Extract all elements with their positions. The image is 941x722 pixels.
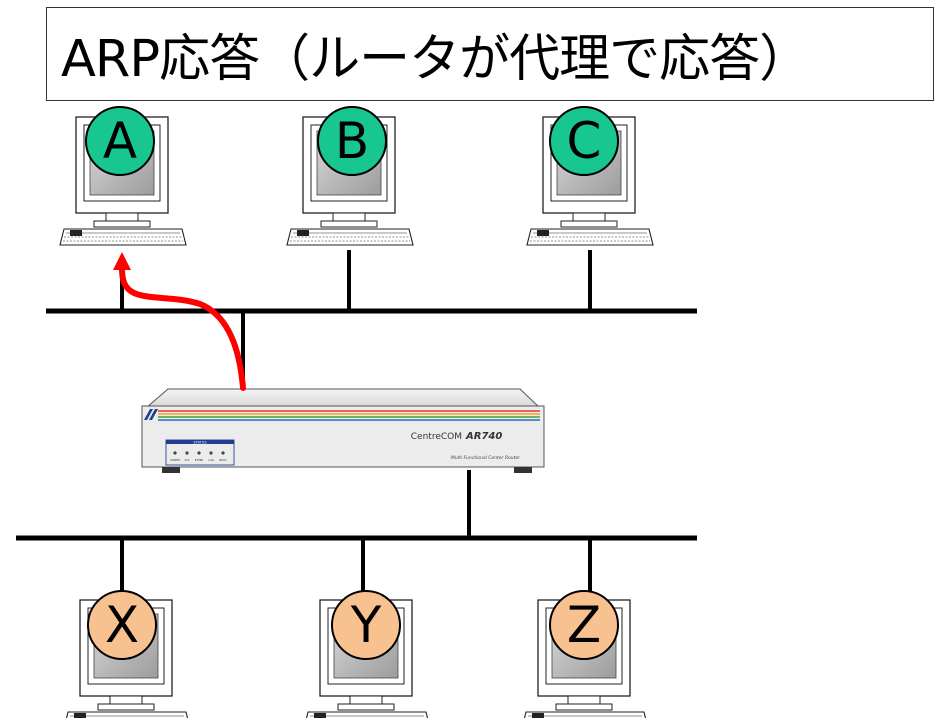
led-label-power: POWER [170, 458, 180, 462]
led-label-boot: BOOT [219, 458, 227, 462]
host-a-badge [85, 106, 155, 176]
host-x-badge [87, 590, 157, 660]
router-foot-left [162, 467, 180, 473]
host-x: X [63, 590, 191, 722]
host-z: Z [521, 590, 649, 722]
arp-reply-arrowhead [113, 252, 131, 270]
vendor-logo [144, 409, 153, 420]
host-y-badge [331, 590, 401, 660]
host-y-label: Y [350, 596, 382, 654]
router-model: AR740 [465, 431, 502, 442]
arp-reply-arrow [119, 265, 246, 391]
page-title: ARP応答（ルータが代理で応答） [61, 30, 810, 89]
led-label-sys: SYS [185, 458, 190, 462]
led-ether [197, 451, 201, 455]
status-panel-label: STATUS [193, 440, 207, 444]
router-foot-right [514, 467, 532, 473]
led-lan [209, 451, 213, 455]
host-a-label: A [103, 112, 137, 170]
led-power [173, 451, 177, 455]
led-boot [221, 451, 225, 455]
host-c-badge [549, 106, 619, 176]
title-box: ARP応答（ルータが代理で応答） [46, 7, 934, 101]
router-subtitle: Multi-Functional Center Router [451, 455, 521, 461]
status-leds: POWER SYS ETHER LAN BOOT [170, 451, 227, 462]
host-b-badge [317, 106, 387, 176]
host-a: A [59, 106, 187, 246]
host-z-label: Z [567, 596, 601, 654]
host-z-badge [549, 590, 619, 660]
host-b: B [286, 106, 414, 246]
led-sys [185, 451, 189, 455]
host-x-label: X [105, 596, 139, 654]
led-label-lan: LAN [208, 458, 213, 462]
host-c-label: C [567, 112, 602, 170]
router-brand: CentreCOM [411, 432, 462, 442]
router-ar740: CentreCOM AR740 Multi-Functional Center … [141, 388, 545, 473]
led-label-ether: ETHER [195, 458, 204, 462]
host-b-label: B [335, 112, 369, 170]
host-c: C [526, 106, 654, 246]
host-y: Y [303, 590, 431, 722]
